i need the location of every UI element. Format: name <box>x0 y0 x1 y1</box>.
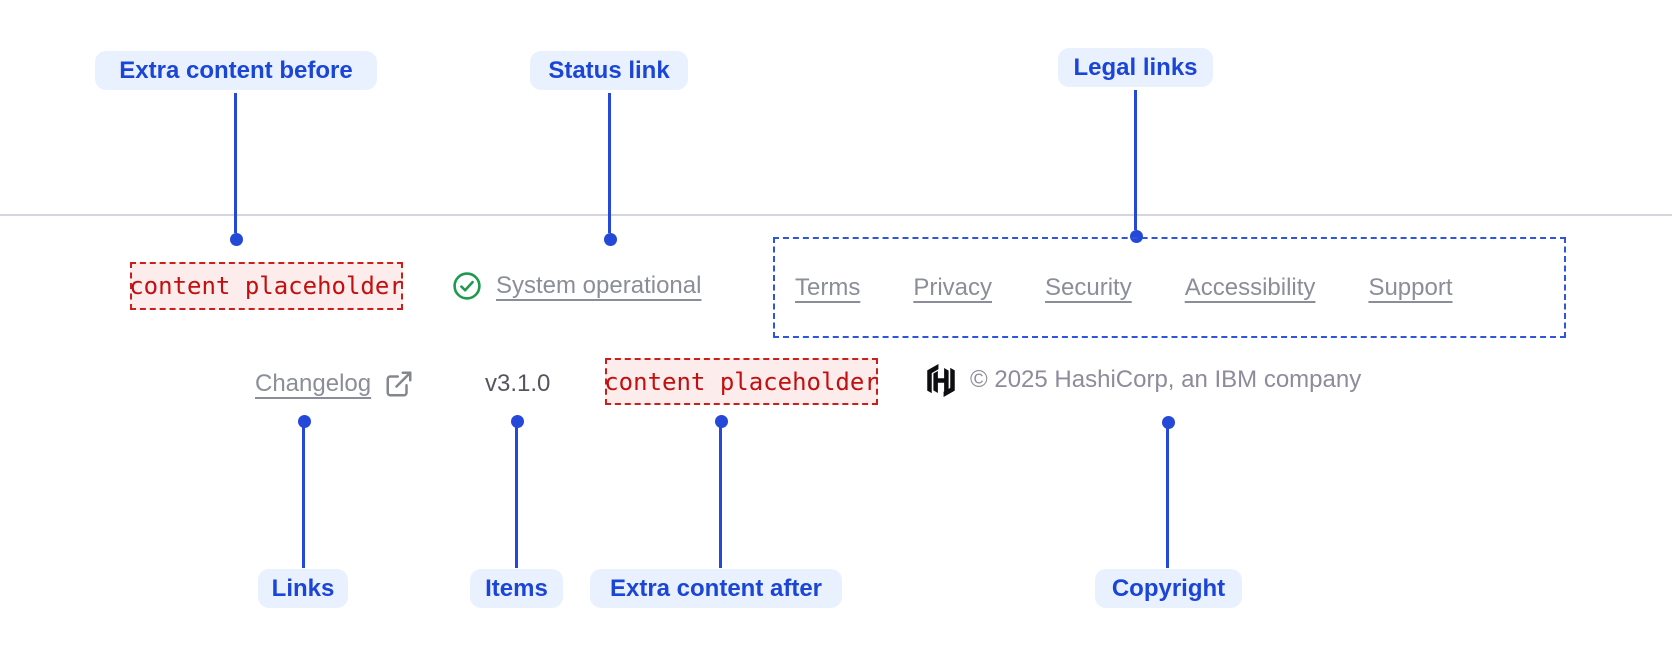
callout-label-links: Links <box>258 569 348 608</box>
status-link[interactable]: System operational <box>452 268 701 304</box>
callout-label-extra-content-after: Extra content after <box>590 569 842 608</box>
check-circle-icon <box>452 271 482 301</box>
callout-dot-links <box>298 415 311 428</box>
callout-dot-copyright <box>1162 416 1175 429</box>
callout-dot-items <box>511 415 524 428</box>
legal-link-privacy[interactable]: Privacy <box>913 273 993 301</box>
external-link-icon <box>384 369 414 399</box>
extra-content-before-placeholder: content placeholder <box>129 262 404 310</box>
legal-link-security[interactable]: Security <box>1045 273 1132 301</box>
legal-link-terms[interactable]: Terms <box>795 273 861 301</box>
legal-link-support[interactable]: Support <box>1368 273 1453 301</box>
copyright: © 2025 HashiCorp, an IBM company <box>926 362 1361 398</box>
changelog-link[interactable]: Changelog <box>255 366 414 402</box>
callout-line-extra-content-after <box>719 427 722 568</box>
version-item: v3.1.0 <box>485 370 551 397</box>
hashicorp-logo <box>926 363 956 397</box>
callout-line-extra-content-before <box>234 93 237 233</box>
callout-label-copyright: Copyright <box>1095 569 1242 608</box>
legal-links-container: Terms Privacy Security Accessibility Sup… <box>773 237 1566 338</box>
legal-link-accessibility[interactable]: Accessibility <box>1184 273 1316 301</box>
callout-line-copyright <box>1166 428 1169 568</box>
callout-line-links <box>302 427 305 568</box>
callout-label-legal-links: Legal links <box>1058 48 1213 87</box>
callout-dot-status-link <box>604 233 617 246</box>
copyright-text: © 2025 HashiCorp, an IBM company <box>970 366 1362 393</box>
callout-dot-extra-content-after <box>715 415 728 428</box>
status-link-label[interactable]: System operational <box>496 272 702 299</box>
callout-line-status-link <box>608 93 611 233</box>
extra-content-after-placeholder: content placeholder <box>604 358 879 405</box>
callout-label-items: Items <box>470 569 563 608</box>
callout-line-legal-links <box>1134 90 1137 230</box>
callout-dot-legal-links <box>1130 230 1143 243</box>
footer-top-divider <box>0 214 1672 216</box>
callout-line-items <box>515 427 518 568</box>
callout-dot-extra-content-before <box>230 233 243 246</box>
callout-label-extra-content-before: Extra content before <box>95 51 377 90</box>
callout-label-status-link: Status link <box>530 51 688 90</box>
changelog-link-label[interactable]: Changelog <box>255 370 372 397</box>
